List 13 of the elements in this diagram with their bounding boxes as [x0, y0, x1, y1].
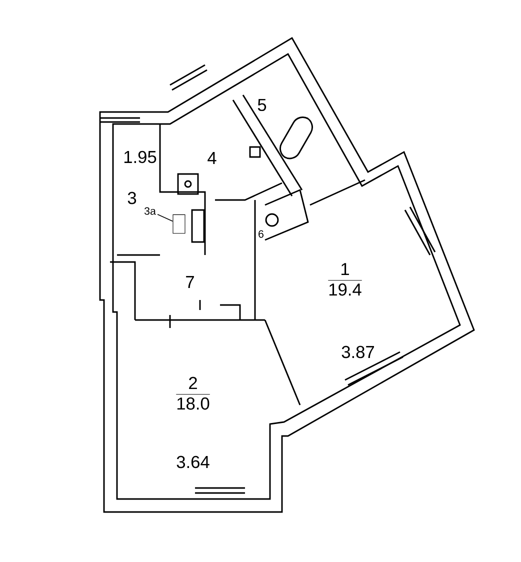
- dimension-label: 3.64: [176, 456, 210, 468]
- room-label: 3а: [144, 207, 156, 215]
- room-label: 2 18.0: [176, 376, 210, 410]
- dimension-label: 3.87: [342, 346, 374, 358]
- closet-box: [172, 214, 186, 234]
- room-label: 6: [258, 230, 264, 238]
- room-label: 3: [128, 192, 136, 204]
- leader-line: [157, 214, 174, 222]
- dimension-label: 1.95: [124, 150, 156, 164]
- room-label: 5: [258, 98, 266, 112]
- room-label: 7: [186, 276, 194, 288]
- room-label: 4: [208, 152, 216, 164]
- room-label: 1 19.4: [328, 263, 362, 296]
